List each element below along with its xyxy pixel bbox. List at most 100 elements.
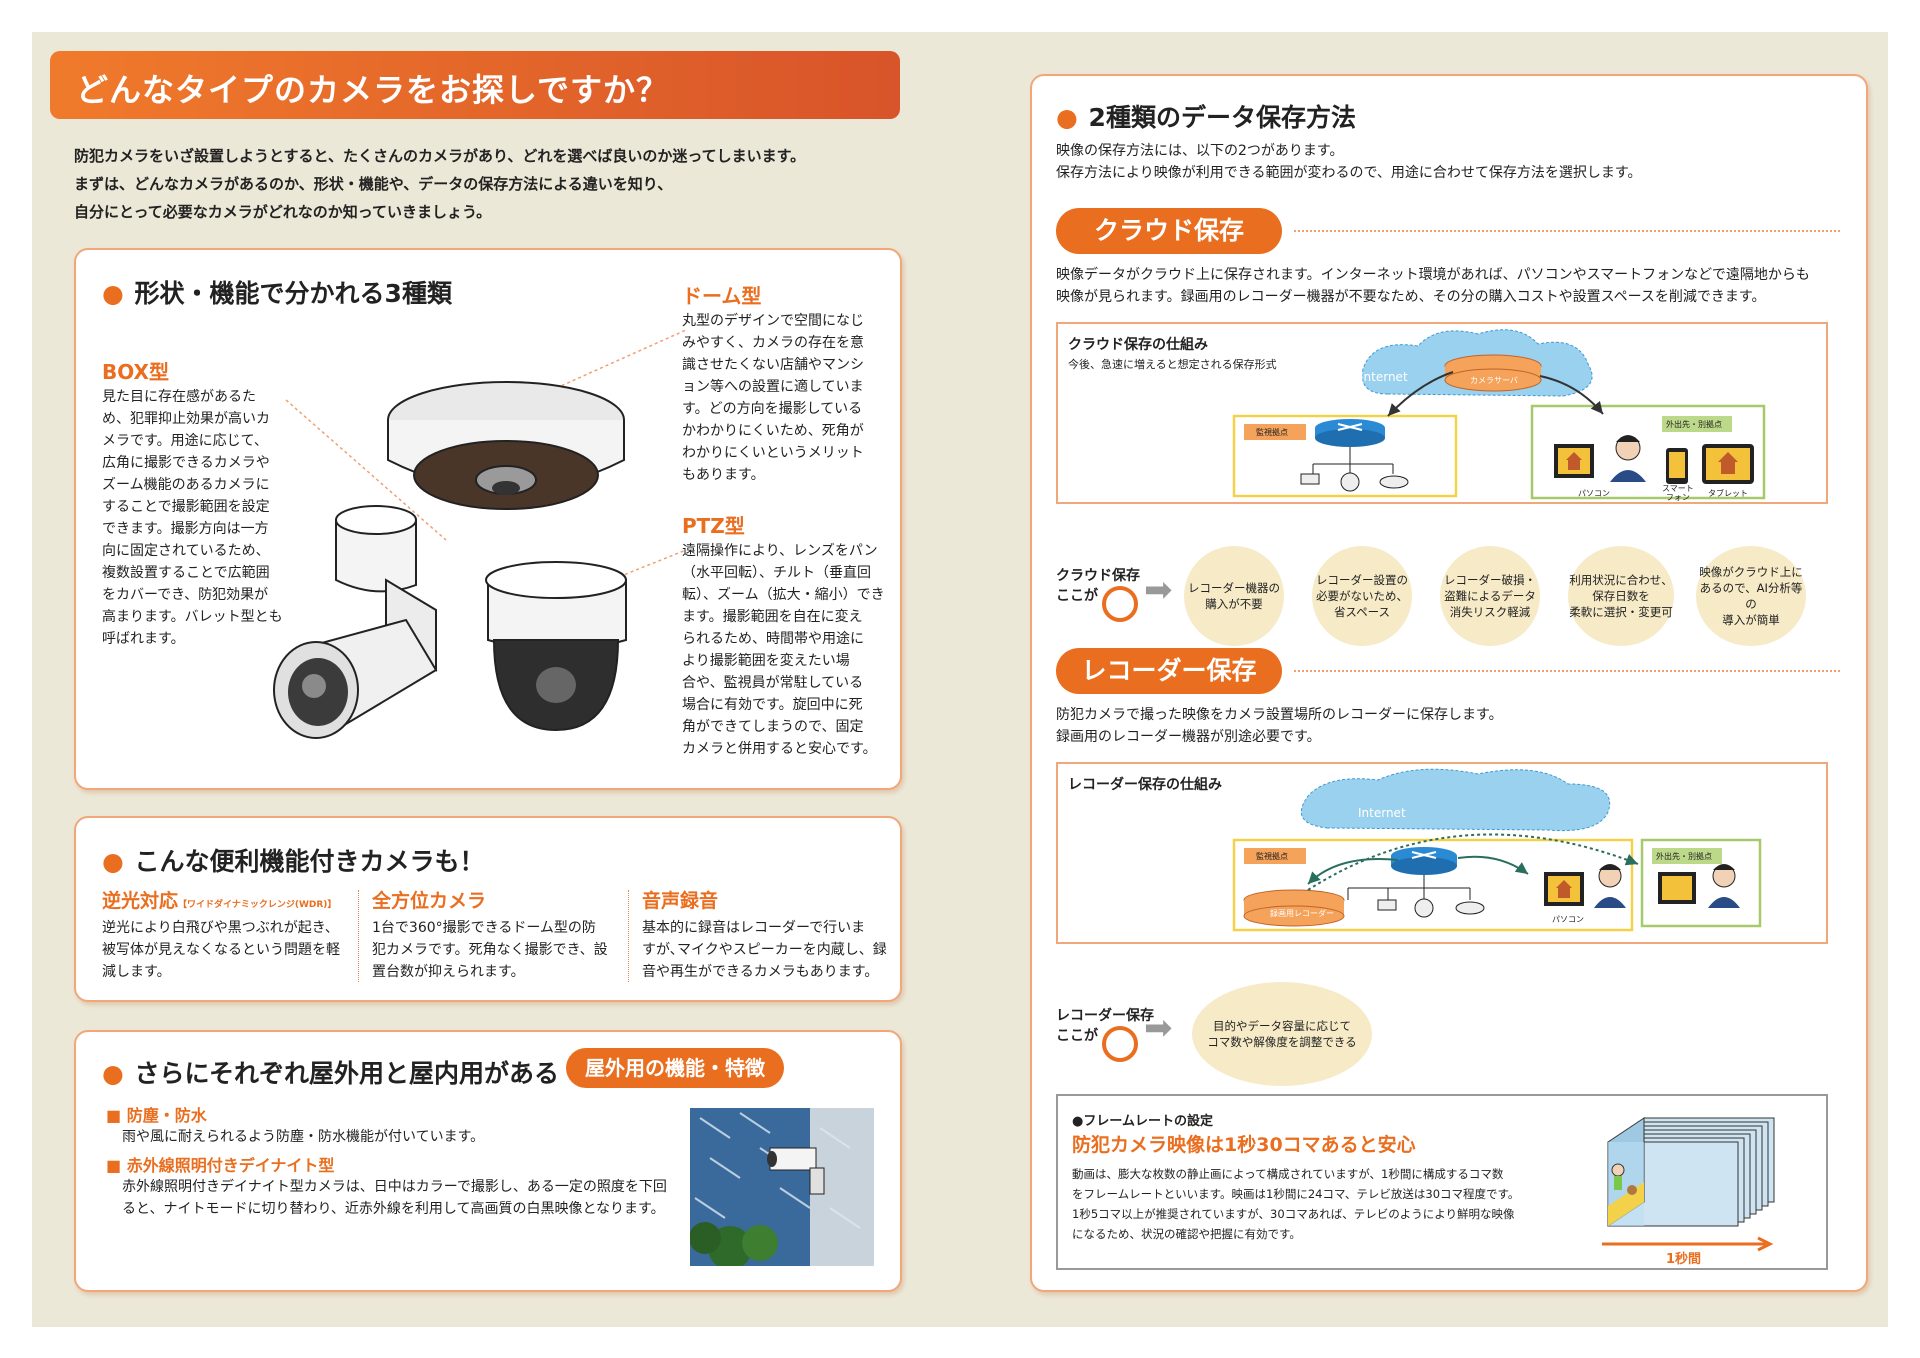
text-line: 省スペース [1333,605,1391,619]
site-label: 監視拠点 [1256,852,1288,861]
cloud-description: 映像データがクラウド上に保存されます。インターネット環境があれば、パソコンやスマ… [1056,264,1810,308]
text-line: 呼ばれます。 [102,631,185,647]
text-line: 映像の保存方法には、以下の2つがあります。 [1056,143,1344,159]
box-type-description: 見た目に存在感があるた め、犯罪抑止効果が高いカ メラです。用途に応じて、 広角… [102,386,292,650]
text-line: 減します。 [102,964,171,980]
text-line: 1台で360°撮影できるドーム型の防 [372,920,596,936]
box-type-heading: BOX型 [102,360,169,384]
remote-label: 外出先・別拠点 [1656,852,1712,861]
arrow-right-icon: ➡ [1144,1008,1173,1048]
outdoor-tag: 屋外用の機能・特徴 [566,1048,784,1088]
text-line: レコーダー保存 [1056,1008,1154,1024]
text-line: 見た目に存在感があるた [102,389,256,405]
text-line: 必要がないため、 [1316,589,1408,603]
text-line: もあります。 [682,467,765,483]
internet-label: Internet [1360,370,1408,384]
outdoor-card: さらにそれぞれ屋外用と屋内用がある 屋外用の機能・特徴 ■ 防塵・防水 雨や風に… [74,1030,902,1292]
feature-note: 【ワイドダイナミックレンジ(WDR)】 [178,900,337,910]
good-circle-icon [1102,586,1138,622]
recorder-diagram: レコーダー保存の仕組み [1056,762,1828,944]
text-line: 被写体が見えなくなるという問題を軽 [102,942,340,958]
text-line: かわかりにくいため、死角が [682,423,864,439]
text-line: をカバーでき、防犯効果が [102,587,269,603]
features-title: こんな便利機能付きカメラも！ [102,842,485,878]
text-line: 購入が不要 [1205,597,1263,611]
text-line: ると、ナイトモードに切り替わり、近赤外線を利用して高画質の白黒映像となります。 [122,1201,665,1217]
text-line: め、犯罪抑止効果が高いカ [102,411,270,427]
merit-circle: レコーダー設置の必要がないため、省スペース [1312,546,1412,646]
one-second-label: 1秒間 [1666,1252,1702,1267]
feature-name: 音声録音 [642,890,719,912]
text-line: ズーム機能のあるカメラに [102,477,270,493]
dome-type-heading: ドーム型 [682,284,762,308]
merit-circle: レコーダー破損・盗難によるデータ消失リスク軽減 [1440,546,1540,646]
text-line: 丸型のデザインで空間になじ [682,313,864,329]
feature-heading: 逆光対応【ワイドダイナミックレンジ(WDR)】 [102,886,352,913]
merit-circle: 目的やデータ容量に応じてコマ数や解像度を調整できる [1192,982,1372,1086]
text-line: 複数設置することで広範囲 [102,565,270,581]
text-line: 映像データがクラウド上に保存されます。インターネット環境があれば、パソコンやスマ… [1056,267,1810,283]
feature-omnidirectional: 全方位カメラ 1台で360°撮影できるドーム型の防 犯カメラです。死角なく撮影で… [372,886,622,983]
text-line: ここが [1056,588,1098,604]
banner-title: どんなタイプのカメラをお探しですか？ [76,71,670,109]
text-line: あるので、AI分析等の [1699,581,1803,611]
types-title: 形状・機能で分かれる3種類 [102,274,452,310]
arrow-right-icon: ➡ [1144,570,1173,610]
text-line: 防犯カメラで撮った映像をカメラ設置場所のレコーダーに保存します。 [1056,707,1503,723]
merit-circle: レコーダー機器の購入が不要 [1184,546,1284,646]
recorder-merit-label: レコーダー保存 ここが [1056,1006,1154,1046]
storage-title-text: 2種類のデータ保存方法 [1088,103,1356,132]
text-line: 音や再生ができるカメラもあります。 [642,964,879,980]
text-line: 遠隔操作により、レンズをパン [682,543,878,559]
storage-intro: 映像の保存方法には、以下の2つがあります。 保存方法により映像が利用できる範囲が… [1056,140,1641,184]
text-line: 映像がクラウド上に [1699,565,1803,579]
text-line: になるため、状況の確認や把握に有効です。 [1072,1227,1301,1241]
feature-description: 逆光により白飛びや黒つぶれが起き、 被写体が見えなくなるという問題を軽 減します… [102,917,352,983]
text-line: 赤外線照明付きデイナイト型カメラは、日中はカラーで撮影し、ある一定の照度を下回 [122,1179,667,1195]
text-line: 保存方法により映像が利用できる範囲が変わるので、用途に合わせて保存方法を選択しま… [1056,165,1642,181]
merit-circle: 利用状況に合わせ、保存日数を柔軟に選択・変更可 [1568,546,1674,646]
dotted-rule [1294,230,1840,232]
intro-line: 防犯カメラをいざ設置しようとすると、たくさんのカメラがあり、どれを選べば良いのか… [74,147,806,165]
feature-description: 基本的に録音はレコーダーで行いま すが､マイクやスピーカーを内蔵し、録 音や再生… [642,917,892,983]
feature-name: 逆光対応 [102,890,179,912]
divider [628,890,629,982]
text-line: ここが [1056,1028,1098,1044]
text-line: コマ数や解像度を調整できる [1207,1035,1357,1049]
text-line: 基本的に録音はレコーダーで行いま [642,920,866,936]
ptz-camera-icon [485,561,627,732]
camera-illustrations [273,329,687,739]
divider [358,890,359,982]
storage-title: 2種類のデータ保存方法 [1056,98,1356,134]
rain-camera-image [690,1108,874,1266]
feature-description: 1台で360°撮影できるドーム型の防 犯カメラです。死角なく撮影でき、設 置台数… [372,917,622,983]
outdoor-item-name: 赤外線照明付きデイナイト型 [126,1156,335,1175]
text-line: 目的やデータ容量に応じて [1213,1019,1351,1033]
text-line: レコーダー機器の [1188,581,1280,595]
text-line: 動画は、膨大な枚数の静止画によって構成されていますが、1秒間に構成するコマ数 [1072,1167,1504,1181]
text-line: られるため、時間帯や用途に [682,631,864,647]
text-line: をフレームレートといいます。映画は1秒間に24コマ、テレビ放送は30コマ程度です… [1072,1187,1520,1201]
outdoor-title: さらにそれぞれ屋外用と屋内用がある [102,1054,560,1090]
text-line: 向に固定されているため、 [102,543,270,559]
internet-label: Internet [1358,806,1406,820]
good-circle-icon [1102,1026,1138,1062]
dome-camera-icon [387,381,625,510]
site-label: 監視拠点 [1256,428,1288,437]
device-smartphone-label: スマートフォン [1662,484,1694,502]
types-title-text: 形状・機能で分かれる3種類 [134,279,452,308]
left-banner: どんなタイプのカメラをお探しですか？ [50,51,900,119]
ptz-type-description: 遠隔操作により、レンズをパン （水平回転）、チルト（垂直回 転）、ズーム（拡大・… [682,540,892,760]
device-pc-label: パソコン [1578,489,1610,498]
features-title-text: こんな便利機能付きカメラも！ [134,847,485,876]
left-intro: 防犯カメラをいざ設置しようとすると、たくさんのカメラがあり、どれを選べば良いのか… [74,142,805,226]
frame-rate-box: ●フレームレートの設定 防犯カメラ映像は1秒30コマあると安心 動画は、膨大な枚… [1056,1094,1828,1270]
camera-types-card: 形状・機能で分かれる3種類 BOX型 見た目に存在感があるた め、犯罪抑止効果が… [74,248,902,790]
text-line: 識させたくない店舗やマンシ [682,357,864,373]
text-line: 高まります。バレット型とも [102,609,283,625]
cloud-diagram: クラウド保存の仕組み 今後、急速に増えると想定される保存形式 [1056,322,1828,504]
feature-name: 全方位カメラ [372,890,487,912]
text-line: レコーダー破損・ [1444,573,1536,587]
text-line: 1秒5コマ以上が推奨されていますが、30コマあれば、テレビのようにより鮮明な映像 [1072,1207,1515,1221]
cloud-diagram-subtitle: 今後、急速に増えると想定される保存形式 [1068,358,1277,371]
